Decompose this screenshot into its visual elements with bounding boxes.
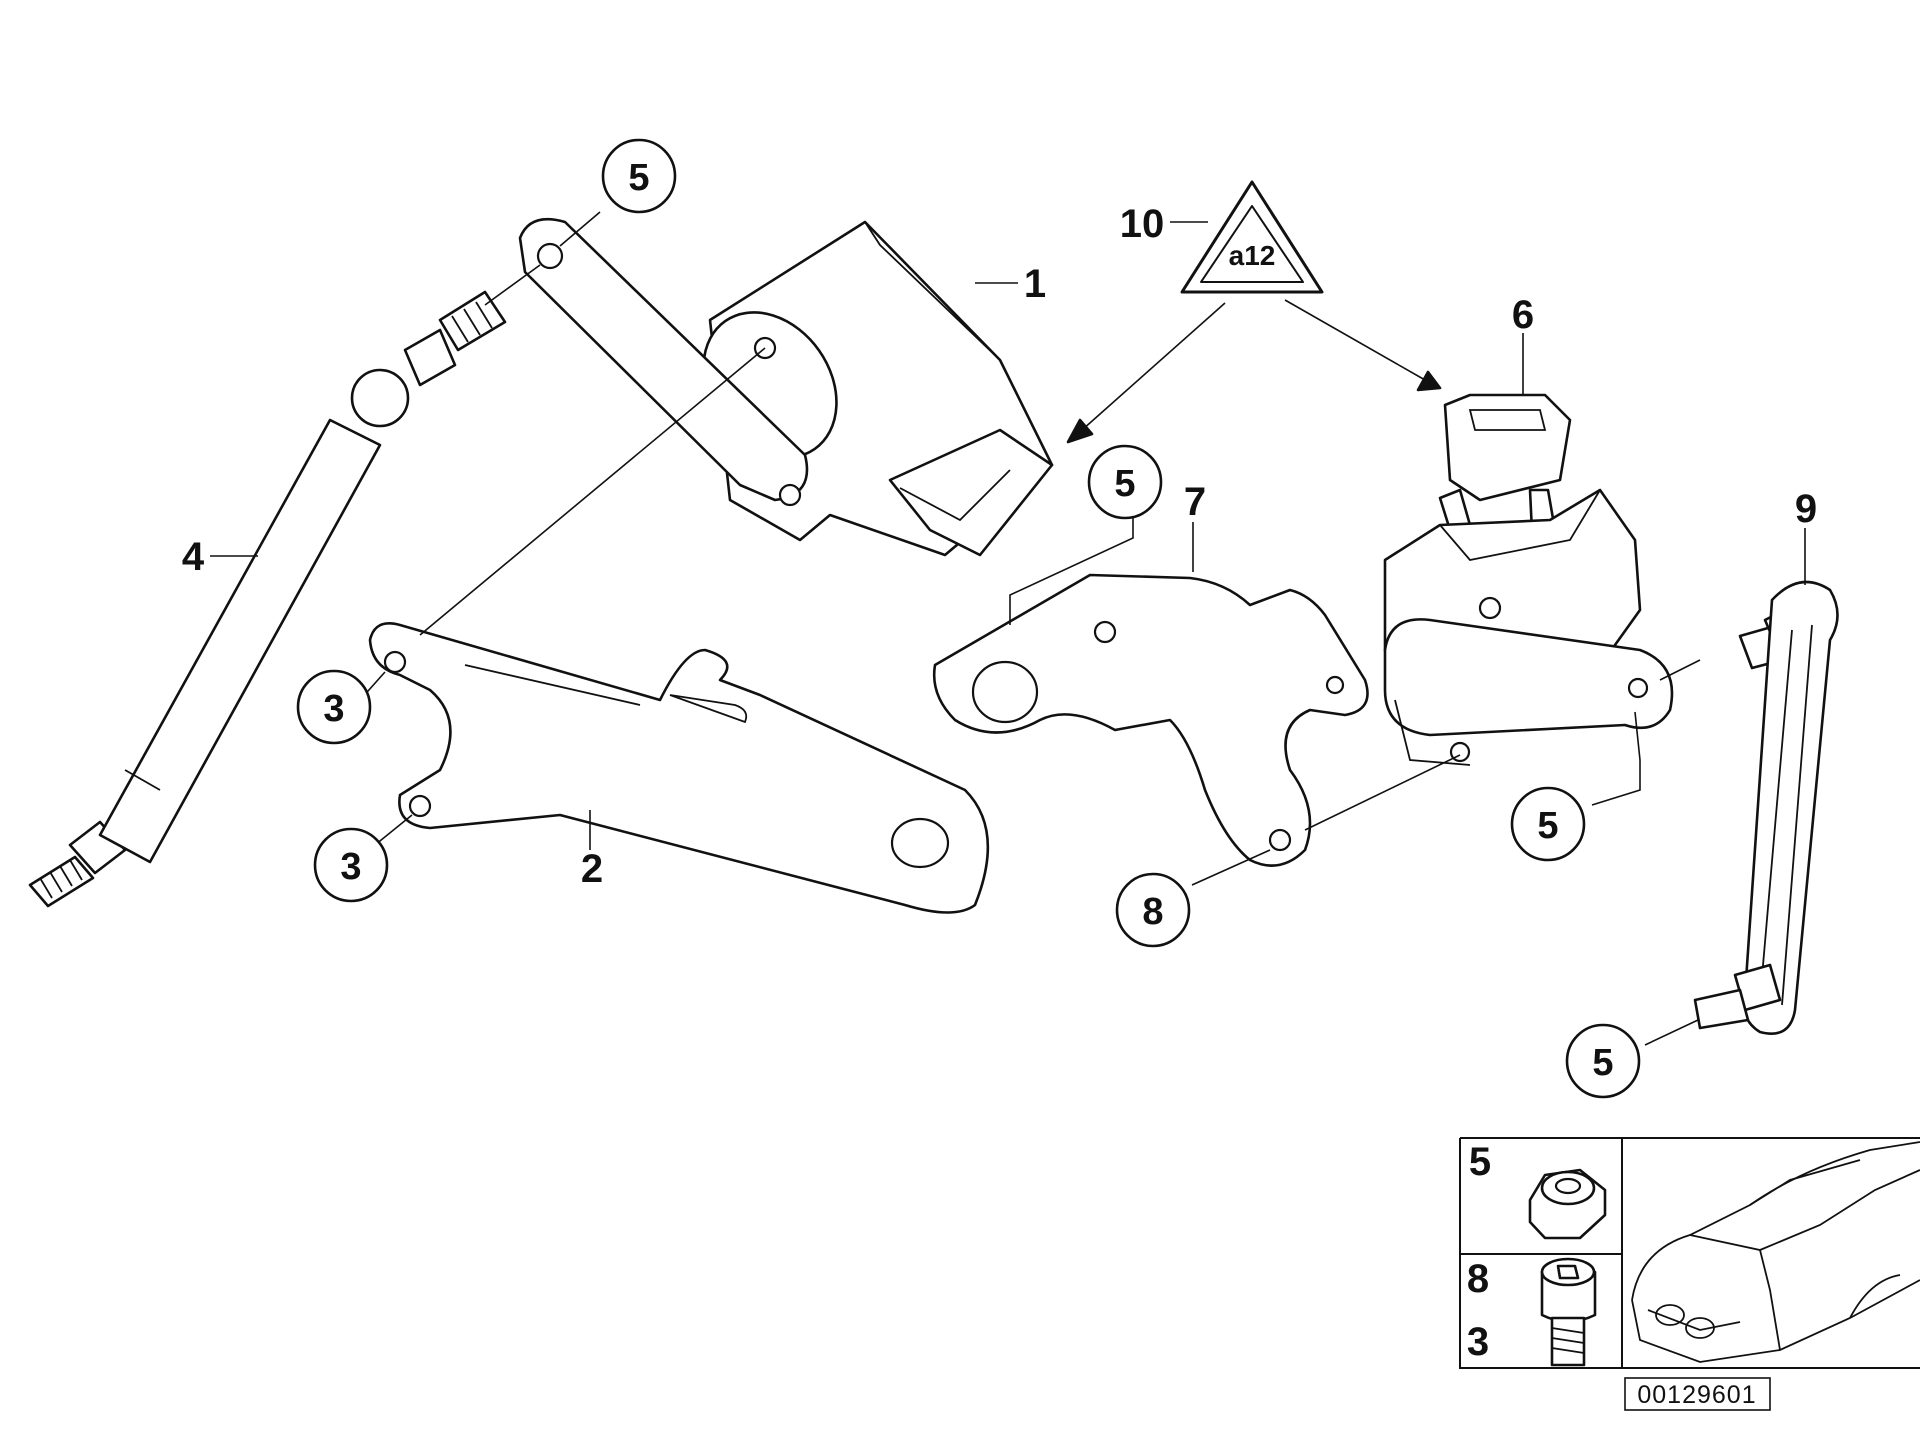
part-4-connecting-rod — [28, 290, 507, 908]
part-9-rod — [1693, 580, 1839, 1035]
warning-triangle-icon: a12 — [1180, 180, 1324, 294]
leader-lines — [210, 211, 1806, 1046]
svg-text:00129601: 00129601 — [1637, 1381, 1756, 1409]
part-6-sensor — [1383, 393, 1674, 766]
label-7: 7 — [1184, 480, 1206, 524]
label-10: 10 — [1120, 202, 1165, 246]
label-1: 1 — [1024, 262, 1046, 306]
part-2-bracket — [368, 622, 990, 914]
nut-icon — [1528, 1168, 1607, 1240]
label-2: 2 — [581, 847, 603, 891]
svg-text:5: 5 — [1592, 1042, 1613, 1084]
part-1-sensor — [518, 217, 1054, 557]
callout-5-right-sensor: 5 — [1510, 786, 1586, 862]
callout-5-middle: 5 — [1087, 444, 1163, 520]
diagram-code: 00129601 — [1624, 1377, 1771, 1411]
label-4: 4 — [182, 535, 205, 579]
car-outline-icon — [1631, 1141, 1920, 1363]
svg-text:3: 3 — [340, 846, 361, 888]
callout-3-upper: 3 — [296, 669, 372, 745]
callout-5-right-bottom: 5 — [1565, 1023, 1641, 1099]
warning-symbol-text: a12 — [1229, 240, 1276, 271]
svg-text:8: 8 — [1142, 891, 1163, 933]
inset-label-3: 3 — [1467, 1320, 1489, 1364]
svg-text:3: 3 — [323, 688, 344, 730]
callout-3-lower: 3 — [313, 827, 389, 903]
inset-legend: 5 8 3 — [1459, 1137, 1920, 1369]
callout-5-top: 5 — [601, 138, 677, 214]
bolt-icon — [1540, 1257, 1597, 1367]
label-9: 9 — [1795, 487, 1817, 531]
svg-text:5: 5 — [1114, 463, 1135, 505]
inset-label-5: 5 — [1469, 1140, 1491, 1184]
label-6: 6 — [1512, 293, 1534, 337]
svg-text:5: 5 — [1537, 805, 1558, 847]
inset-label-8: 8 — [1467, 1257, 1489, 1301]
part-7-bracket — [932, 573, 1369, 867]
callout-8: 8 — [1115, 872, 1191, 948]
svg-text:5: 5 — [628, 157, 649, 199]
